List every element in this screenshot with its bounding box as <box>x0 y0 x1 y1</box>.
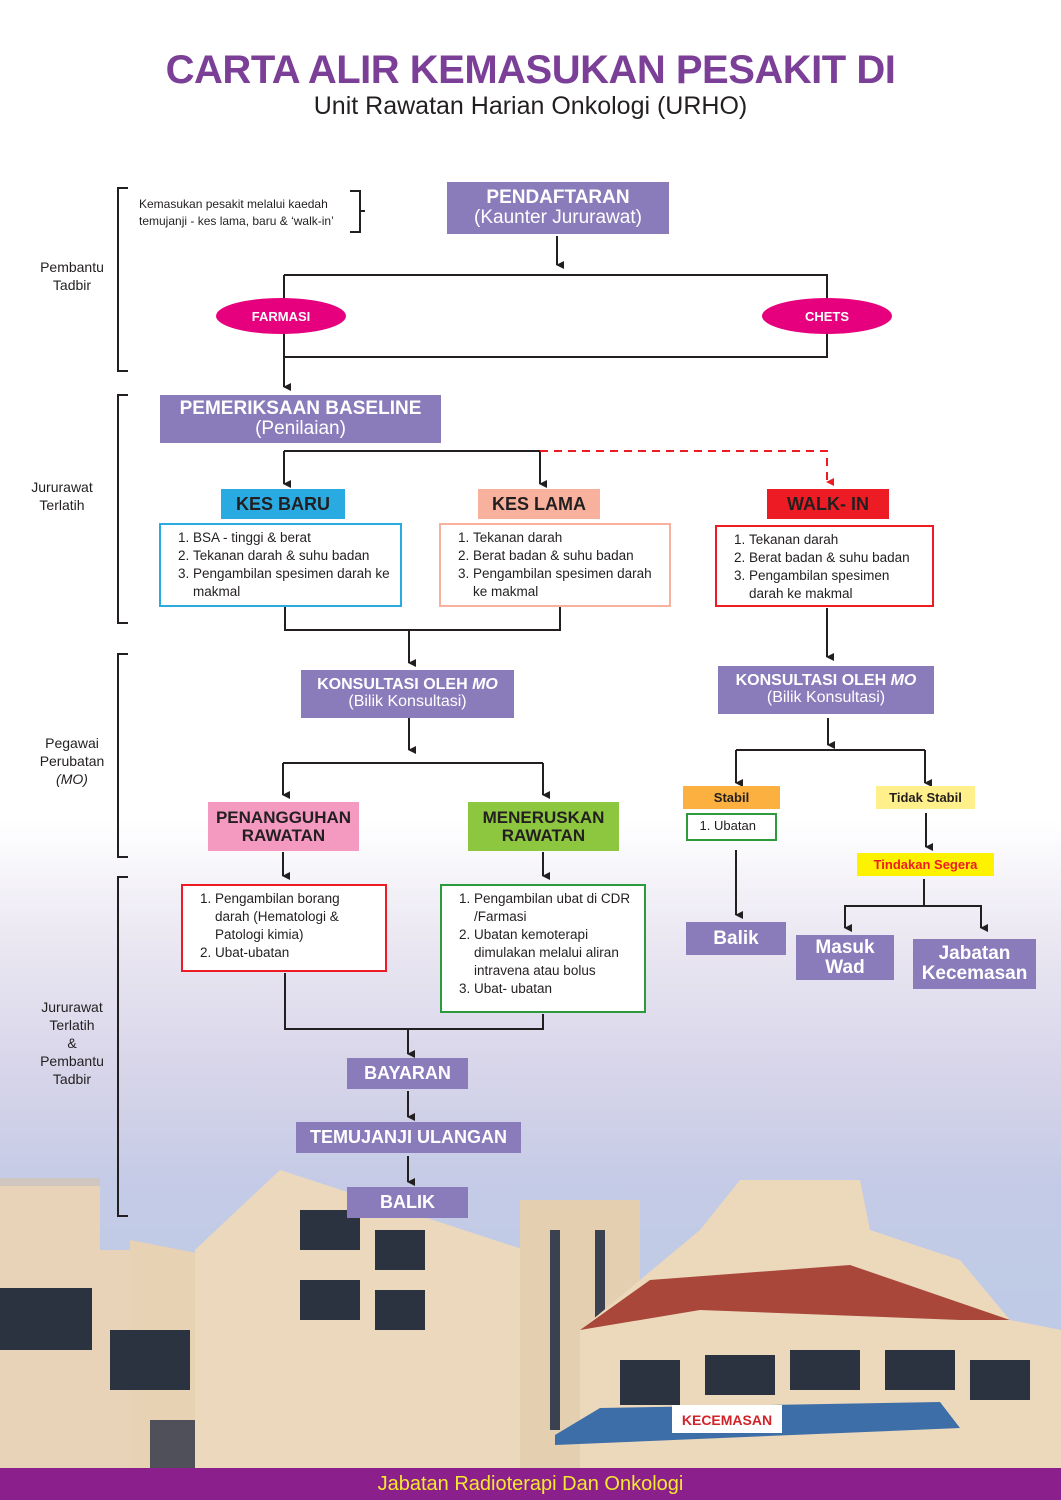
stabil-list: Ubatan <box>686 813 777 841</box>
title-text: KONSULTASI OLEH <box>317 676 468 694</box>
box-title: Balik <box>713 927 759 949</box>
role-line: Tadbir <box>52 277 92 293</box>
list-item: Berat badan & suhu badan <box>749 549 924 567</box>
penangguhan-header: PENANGGUHAN RAWATAN <box>208 802 359 851</box>
penangguhan-list: Pengambilan borang darah (Hematologi & P… <box>181 884 387 972</box>
box-title: PEMERIKSAAN BASELINE <box>179 398 422 420</box>
kes-baru-list: BSA - tinggi & berat Tekanan darah & suh… <box>159 523 402 607</box>
note-line: Kemasukan pesakit melalui kaedah <box>139 197 328 211</box>
header-label: Tindakan Segera <box>873 857 978 872</box>
title-italic: MO <box>890 672 917 690</box>
box-subtitle: (Kaunter Jururawat) <box>474 207 642 228</box>
header-label: WALK- IN <box>787 493 869 514</box>
kes-lama-header: KES LAMA <box>478 489 600 519</box>
box-title: PENDAFTARAN <box>486 187 630 209</box>
box-subtitle: (Bilik Konsultasi) <box>766 689 886 706</box>
list-item: Berat badan & suhu badan <box>473 547 661 565</box>
list-item: Ubatan <box>714 817 771 835</box>
page-subtitle: Unit Rawatan Harian Onkologi (URHO) <box>313 92 748 120</box>
title-italic: MO <box>472 676 498 694</box>
box-title: Jabatan <box>938 943 1011 965</box>
hospital-building-image: KECEMASAN <box>0 1170 1061 1470</box>
box-title: BAYARAN <box>364 1063 451 1084</box>
role-pembantu-tadbir: Pembantu Tadbir <box>22 258 122 294</box>
role-line: (MO) <box>56 771 88 787</box>
pendaftaran-box: PENDAFTARAN (Kaunter Jururawat) <box>447 182 669 234</box>
role-line: Terlatih <box>49 1017 95 1033</box>
node-label: FARMASI <box>251 308 311 324</box>
role-line: Pembantu <box>40 259 104 275</box>
tindakan-segera-header: Tindakan Segera <box>857 853 994 876</box>
role-line: Tadbir <box>52 1071 92 1087</box>
kes-baru-header: KES BARU <box>221 489 345 519</box>
list-item: Pengambilan spesimen darah ke makmal <box>473 565 661 601</box>
box-title: KONSULTASI OLEH MO <box>317 676 498 694</box>
admission-note: Kemasukan pesakit melalui kaedah temujan… <box>139 196 354 230</box>
node-label: CHETS <box>804 308 850 324</box>
chets-node: CHETS <box>762 298 892 334</box>
list-item: Tekanan darah <box>473 529 661 547</box>
role-line: Pembantu <box>40 1053 104 1069</box>
role-jururawat-pembantu: Jururawat Terlatih & Pembantu Tadbir <box>22 998 122 1088</box>
box-title: Masuk <box>815 936 875 958</box>
header-label: Tidak Stabil <box>889 790 962 805</box>
masuk-wad-box: Masuk Wad <box>796 935 894 980</box>
title-text: KONSULTASI OLEH <box>735 672 887 690</box>
walk-in-header: WALK- IN <box>767 489 889 519</box>
list-item: Ubat-ubatan <box>215 944 377 962</box>
tidak-stabil-header: Tidak Stabil <box>876 786 975 809</box>
box-subtitle: (Penilaian) <box>255 418 346 439</box>
header-label: KES BARU <box>235 493 330 514</box>
list-item: Pengambilan ubat di CDR /Farmasi <box>474 890 636 926</box>
farmasi-node: FARMASI <box>216 298 346 334</box>
page-title: CARTA ALIR KEMASUKAN PESAKIT DI <box>165 48 896 92</box>
box-title: TEMUJANJI ULANGAN <box>309 1127 507 1148</box>
konsultasi-left-box: KONSULTASI OLEH MO (Bilik Konsultasi) <box>301 670 514 718</box>
header-label: RAWATAN <box>241 825 326 845</box>
bayaran-box: BAYARAN <box>347 1058 468 1089</box>
header-label: MENERUSKAN <box>482 807 605 827</box>
list-item: Pengambilan borang darah (Hematologi & P… <box>215 890 377 944</box>
header-label: KES LAMA <box>492 493 586 514</box>
role-pegawai-perubatan: Pegawai Perubatan (MO) <box>22 734 122 788</box>
balik-box: BALIK <box>347 1187 468 1218</box>
role-line: Jururawat <box>41 999 103 1015</box>
baseline-box: PEMERIKSAAN BASELINE (Penilaian) <box>160 395 441 443</box>
jabatan-kecemasan-box: Jabatan Kecemasan <box>913 939 1036 989</box>
kecemasan-sign: KECEMASAN <box>682 1412 772 1428</box>
list-item: Tekanan darah <box>749 531 924 549</box>
box-title: Wad <box>825 956 865 978</box>
kes-lama-list: Tekanan darah Berat badan & suhu badan P… <box>439 523 671 607</box>
list-item: BSA - tinggi & berat <box>193 529 392 547</box>
list-item: Ubat- ubatan <box>474 980 636 998</box>
header-label: Stabil <box>713 790 750 805</box>
role-line: Perubatan <box>39 753 105 769</box>
konsultasi-right-box: KONSULTASI OLEH MO (Bilik Konsultasi) <box>718 666 934 714</box>
box-title: BALIK <box>380 1192 435 1213</box>
balik-right-box: Balik <box>686 922 786 955</box>
list-item: Pengambilan spesimen darah ke makmal <box>193 565 392 601</box>
box-title: KONSULTASI OLEH MO <box>735 672 917 690</box>
walk-in-list: Tekanan darah Berat badan & suhu badan P… <box>715 525 934 607</box>
role-jururawat-terlatih: Jururawat Terlatih <box>22 478 102 514</box>
box-title: Kecemasan <box>921 963 1028 984</box>
header-label: RAWATAN <box>501 825 586 845</box>
role-line: Terlatih <box>39 497 85 513</box>
meneruskan-header: MENERUSKAN RAWATAN <box>468 802 619 851</box>
list-item: Ubatan kemoterapi dimulakan melalui alir… <box>474 926 636 980</box>
meneruskan-list: Pengambilan ubat di CDR /Farmasi Ubatan … <box>440 884 646 1013</box>
stabil-header: Stabil <box>683 786 780 809</box>
list-item: Tekanan darah & suhu badan <box>193 547 392 565</box>
list-item: Pengambilan spesimen darah ke makmal <box>749 567 924 603</box>
header-label: PENANGGUHAN <box>215 807 352 827</box>
role-line: Jururawat <box>31 479 93 495</box>
note-line: temujanji - kes lama, baru & ‘walk-in’ <box>139 214 334 228</box>
role-line: & <box>67 1035 77 1051</box>
temujanji-box: TEMUJANJI ULANGAN <box>296 1122 521 1153</box>
box-subtitle: (Bilik Konsultasi) <box>348 693 467 710</box>
role-line: Pegawai <box>45 735 99 751</box>
footer-banner: Jabatan Radioterapi Dan Onkologi <box>0 1468 1061 1500</box>
